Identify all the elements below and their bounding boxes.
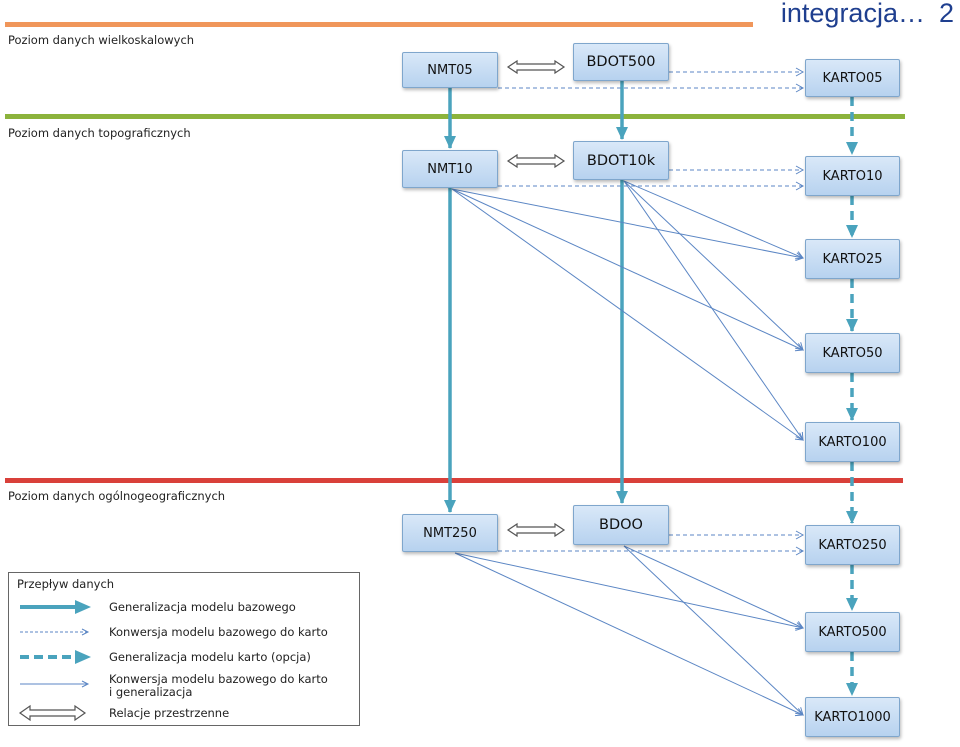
legend-label-dashed-thin: Konwersja modelu bazowego do karto: [109, 625, 328, 639]
legend-label-solid-thin: Konwersja modelu bazowego do karto i gen…: [109, 672, 328, 699]
slide-title: integracja… 2: [781, 0, 954, 29]
node-karto100: KARTO100: [805, 422, 900, 462]
level-label-large-scale: Poziom danych wielkoskalowych: [8, 33, 195, 47]
legend-item-solid-thick: Generalizacja modelu bazowego: [9, 597, 359, 623]
legend-swatch-solid-thin: [20, 680, 90, 688]
node-karto250: KARTO250: [805, 525, 900, 565]
legend-swatch-solid-thick: [20, 600, 91, 614]
level-label-general-geographic: Poziom danych ogólnogeograficznych: [8, 489, 226, 503]
link-bdot10k-karto50: [623, 180, 804, 351]
legend-swatch-dashed-thin: [20, 628, 90, 636]
relation-nmt250-bdoo: [506, 522, 566, 538]
link-nmt10-karto25: [451, 188, 804, 262]
node-karto50: KARTO50: [805, 333, 900, 373]
page-number: 2: [938, 0, 954, 28]
node-karto10: KARTO10: [805, 156, 900, 196]
link-bdot10k-karto100: [623, 180, 804, 441]
level-bar-general-geographic: [5, 478, 903, 483]
legend-item-double-arrow: Relacje przestrzenne: [9, 703, 359, 729]
legend-item-dashed-thin: Konwersja modelu bazowego do karto: [9, 622, 359, 648]
node-bdot10k: BDOT10k: [573, 141, 669, 180]
node-karto1000: KARTO1000: [805, 697, 900, 737]
legend-label-solid-thick: Generalizacja modelu bazowego: [109, 600, 296, 614]
link-nmt10-karto100: [451, 188, 804, 441]
link-bdoo-karto500: [623, 545, 804, 630]
level-label-topographic: Poziom danych topograficznych: [8, 126, 191, 140]
link-bdot10k-karto25: [623, 180, 804, 260]
link-bdoo-karto1000: [623, 545, 804, 716]
relation-nmt05-bdot500: [506, 59, 566, 75]
node-karto500: KARTO500: [805, 612, 900, 652]
link-nmt10-karto50: [451, 188, 804, 352]
legend-item-solid-thin: Konwersja modelu bazowego do karto i gen…: [9, 669, 359, 699]
node-nmt05: NMT05: [402, 52, 498, 88]
node-bdoo: BDOO: [573, 505, 669, 545]
legend-label-double-arrow: Relacje przestrzenne: [109, 706, 230, 720]
relation-nmt10-bdot10k: [506, 153, 566, 169]
link-nmt250-karto1000: [454, 552, 804, 717]
node-nmt250: NMT250: [402, 514, 498, 552]
slide-title-text: integracja…: [780, 0, 925, 28]
node-bdot500: BDOT500: [573, 43, 669, 81]
level-bar-large-scale: [5, 22, 753, 27]
legend-title: Przepływ danych: [17, 577, 115, 591]
legend-label-dashed-thick: Generalizacja modelu karto (opcja): [109, 650, 311, 664]
link-nmt250-karto500: [454, 552, 804, 631]
legend-item-dashed-thick: Generalizacja modelu karto (opcja): [9, 647, 359, 673]
level-bar-topographic: [5, 114, 905, 119]
node-karto05: KARTO05: [805, 59, 900, 97]
legend-swatch-double-arrow: [18, 704, 87, 722]
legend-swatch-dashed-thick: [20, 650, 91, 664]
legend: Przepływ danych Generalizacja modelu baz…: [8, 572, 360, 726]
node-nmt10: NMT10: [402, 150, 498, 188]
node-karto25: KARTO25: [805, 239, 900, 279]
